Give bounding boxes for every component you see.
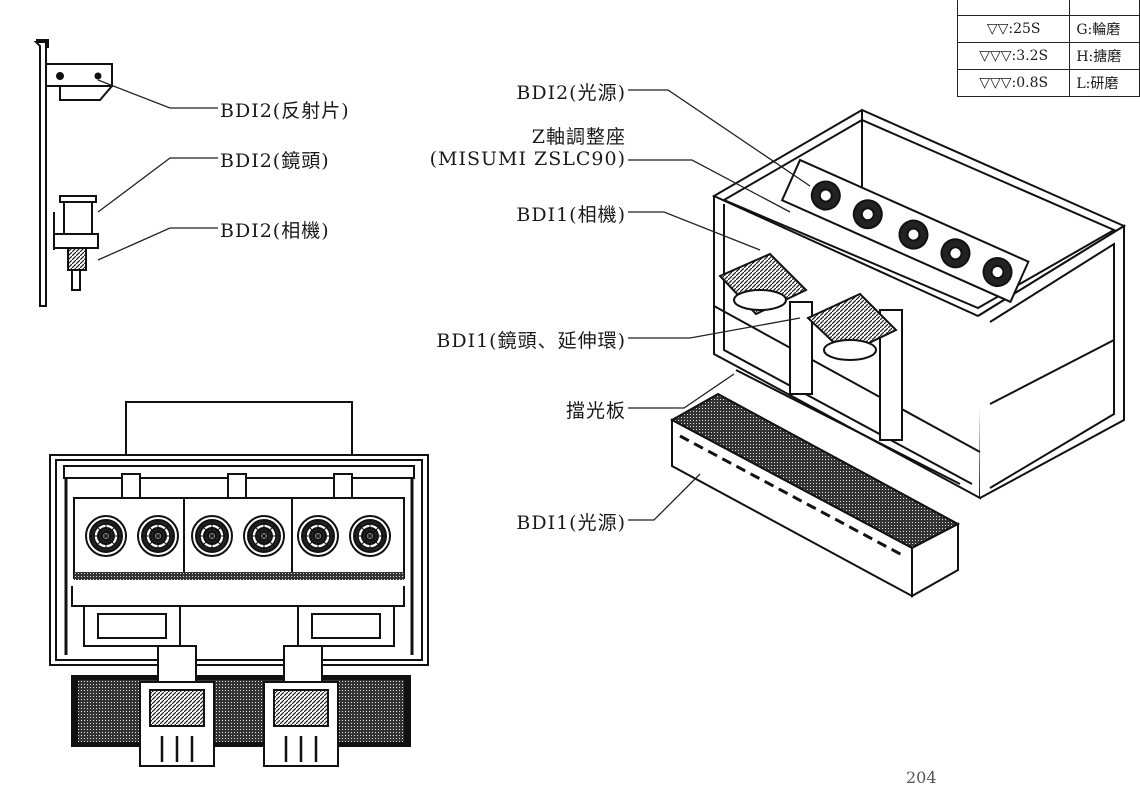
label-bdi2-camera: BDI2(相機)	[220, 220, 330, 242]
table-row: ▽▽▽:0.8S L:研磨	[956, 69, 1140, 97]
label-bdi1-lens: BDI1(鏡頭、延伸環)	[436, 330, 626, 352]
label-bdi2-reflector: BDI2(反射片)	[220, 100, 350, 122]
page-number: 204	[906, 768, 937, 787]
label-z-axis-seat: Z軸調整座	[531, 126, 626, 148]
symbol-cell: ▽▽▽:0.8S	[956, 69, 1071, 97]
leader-lines	[97, 79, 811, 521]
table-row: ▽▽:25S G:輪磨	[956, 15, 1140, 43]
meaning-cell: H:搪磨	[1069, 42, 1140, 70]
table-row: ▽▽▽:3.2S H:搪磨	[956, 42, 1140, 70]
label-bdi2-lens: BDI2(鏡頭)	[220, 150, 330, 172]
side-view-bracket	[33, 39, 113, 307]
label-light-shield: 擋光板	[565, 400, 626, 422]
meaning-cell: G:輪磨	[1069, 15, 1140, 43]
surface-finish-table: ▽▽:25S G:輪磨 ▽▽▽:3.2S H:搪磨 ▽▽▽:0.8S L:研磨	[956, 0, 1140, 97]
bdi1-light-bar	[669, 392, 961, 598]
symbol-cell: ▽▽▽:3.2S	[956, 42, 1071, 70]
symbol-cell: ▽▽:25S	[956, 15, 1071, 43]
meaning-cell: L:研磨	[1069, 69, 1140, 97]
front-view-assembly	[49, 401, 429, 767]
label-z-axis-model: (MISUMI ZSLC90)	[429, 148, 626, 170]
label-bdi2-light: BDI2(光源)	[516, 82, 626, 104]
isometric-frame	[711, 108, 1127, 500]
label-bdi1-light: BDI1(光源)	[516, 512, 626, 534]
label-bdi1-camera: BDI1(相機)	[516, 204, 626, 226]
light-shield-plate	[735, 369, 961, 485]
table-row	[956, 0, 1140, 16]
meaning-cell	[1069, 0, 1140, 16]
symbol-cell	[956, 0, 1071, 16]
